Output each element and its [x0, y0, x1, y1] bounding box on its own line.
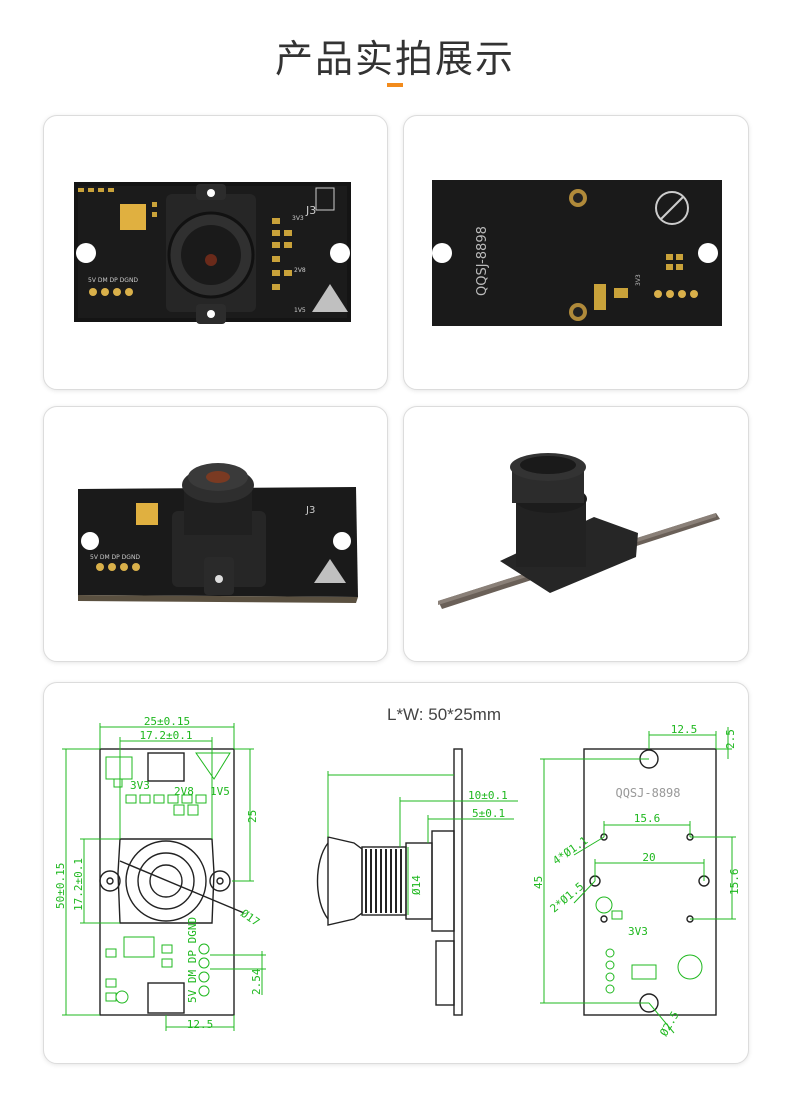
front-height-inner: 17.2±0.1 — [72, 858, 85, 911]
side-depth-2: 5±0.1 — [472, 807, 505, 820]
back-height: 45 — [532, 876, 545, 889]
photo-card-top-view: J3 3V3 2V8 1V5 5V DM DP DGND — [43, 115, 388, 390]
silk-3v3-back: 3V3 — [635, 274, 642, 286]
front-view-drawing: 3V3 2V8 1V5 5V DM DP DGND 25±0.15 17.2±0… — [54, 715, 266, 1031]
dimension-drawing-card: L*W: 50*25mm 3V3 — [43, 682, 749, 1064]
silk-2v8: 2V8 — [294, 267, 306, 274]
photo-angled-view: 5V DM DP DGND J3 — [78, 463, 358, 603]
side-depth-1: 10±0.1 — [468, 789, 508, 802]
photo-card-side-view — [403, 406, 749, 662]
back-hole-span-2: 20 — [642, 851, 655, 864]
back-height-right: 15.6 — [728, 869, 741, 896]
title-underline — [387, 83, 403, 87]
back-hole-span-1: 15.6 — [634, 812, 661, 825]
back-top-offset: 12.5 — [671, 723, 698, 736]
back-model-label: QQSJ-8898 — [615, 786, 680, 800]
front-silk-3v3: 3V3 — [130, 779, 150, 792]
front-lens-dia: Ø17 — [238, 907, 262, 929]
front-pin-pitch: 2.54 — [250, 968, 263, 995]
photo-top-view: J3 3V3 2V8 1V5 5V DM DP DGND — [74, 182, 351, 324]
silk-model: QQSJ-8898 — [475, 226, 490, 296]
photo-card-angled-view: 5V DM DP DGND J3 — [43, 406, 388, 662]
silk-1v5: 1V5 — [294, 307, 306, 314]
page-title: 产品实拍展示 — [274, 37, 515, 81]
weee-icon — [315, 187, 335, 211]
silk-pins: 5V DM DP DGND — [88, 277, 138, 284]
photo-back-view: QQSJ-8898 3V3 — [432, 180, 722, 326]
silk-pins-angled: 5V DM DP DGND — [90, 554, 140, 561]
front-silk-2v8: 2V8 — [174, 785, 194, 798]
photo-card-back-view: QQSJ-8898 3V3 — [403, 115, 749, 390]
front-width-inner: 17.2±0.1 — [140, 729, 193, 742]
front-width-total: 25±0.15 — [144, 715, 190, 728]
silk-j3: J3 — [305, 204, 316, 217]
back-silk-3v3: 3V3 — [628, 925, 648, 938]
back-holes-2: 2*Ø1.5 — [548, 880, 587, 916]
photo-side-view — [438, 453, 720, 609]
esd-warning-icon — [312, 284, 348, 312]
silk-j3-angled: J3 — [305, 505, 315, 516]
pb-free-icon — [655, 191, 689, 225]
front-bottom-dim: 12.5 — [187, 1018, 214, 1031]
front-height-total: 50±0.15 — [54, 863, 67, 909]
front-height-top: 25 — [246, 810, 259, 823]
dimension-caption: L*W: 50*25mm — [386, 705, 501, 724]
silk-3v3: 3V3 — [292, 215, 304, 222]
back-bottom-hole: Ø2.5 — [657, 1009, 682, 1038]
back-view-drawing: QQSJ-8898 3V3 12.5 2.5 15.6 20 45 — [532, 723, 741, 1039]
front-silk-1v5: 1V5 — [210, 785, 230, 798]
dimension-drawing: 3V3 2V8 1V5 5V DM DP DGND 25±0.15 17.2±0… — [54, 715, 741, 1039]
back-top-right: 2.5 — [724, 729, 737, 749]
front-silk-pins: 5V DM DP DGND — [186, 917, 199, 1003]
side-barrel-dia: Ø14 — [410, 875, 423, 895]
side-view-drawing: 10±0.1 5±0.1 Ø14 — [316, 748, 518, 1016]
